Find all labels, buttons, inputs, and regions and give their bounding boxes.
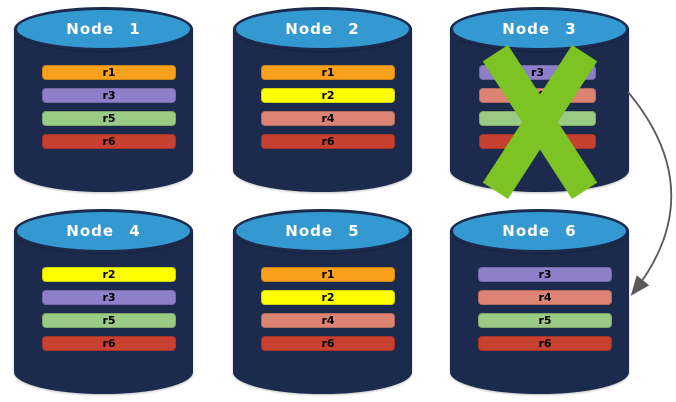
replica-bar: r6	[42, 134, 176, 149]
node-5-title: Node 5	[285, 222, 360, 240]
replica-bar: r2	[261, 88, 395, 103]
node-5-replica-list: r1 r2 r4 r6	[261, 267, 395, 351]
node-5-cylinder-top: Node 5	[233, 209, 412, 253]
node-6-cylinder-top: Node 6	[450, 209, 629, 253]
replica-bar: r1	[261, 65, 395, 80]
node-4-title: Node 4	[66, 222, 141, 240]
node-6-cylinder-body	[450, 230, 629, 394]
replica-bar: r4	[261, 313, 395, 328]
node-1-cylinder-body	[14, 28, 193, 192]
replica-bar: r3	[478, 267, 612, 282]
failover-arrow-path	[627, 91, 673, 296]
replica-bar: r1	[42, 65, 176, 80]
replica-bar: r2	[261, 290, 395, 305]
node-1-cylinder: Node 1 r1 r3 r5 r6	[14, 7, 193, 192]
node-1-cylinder-top: Node 1	[14, 7, 193, 51]
replica-bar: r5	[478, 313, 612, 328]
node-2-title: Node 2	[285, 20, 360, 38]
node-3-cylinder: Node 3 r3 r4 r5 r6	[450, 7, 629, 199]
replica-bar: r3	[42, 290, 176, 305]
node-2-cylinder: Node 2 r1 r2 r4 r6	[233, 7, 412, 192]
node-5-cylinder-body	[233, 230, 412, 394]
node-4-cylinder-top: Node 4	[14, 209, 193, 253]
node-4-replica-list: r2 r3 r5 r6	[42, 267, 176, 351]
node-1-title: Node 1	[66, 20, 141, 38]
node-3-title: Node 3	[502, 20, 577, 38]
replica-bar: r6	[42, 336, 176, 351]
replica-bar: r3	[42, 88, 176, 103]
node-6-replica-list: r3 r4 r5 r6	[478, 267, 612, 351]
node-6-title: Node 6	[502, 222, 577, 240]
node-3-cylinder-top: Node 3	[450, 7, 629, 51]
node-4-cylinder: Node 4 r2 r3 r5 r6	[14, 209, 193, 394]
replica-bar: r1	[261, 267, 395, 282]
replica-bar: r5	[42, 313, 176, 328]
node-6-cylinder: Node 6 r3 r4 r5 r6	[450, 209, 629, 394]
failure-cross-icon	[476, 45, 604, 199]
node-4-cylinder-body	[14, 230, 193, 394]
replica-bar: r4	[478, 290, 612, 305]
node-2-replica-list: r1 r2 r4 r6	[261, 65, 395, 149]
replica-bar: r2	[42, 267, 176, 282]
node-1-replica-list: r1 r3 r5 r6	[42, 65, 176, 149]
replica-bar: r5	[42, 111, 176, 126]
node-2-cylinder-body	[233, 28, 412, 192]
replica-bar: r4	[261, 111, 395, 126]
replica-bar: r6	[478, 336, 612, 351]
node-5-cylinder: Node 5 r1 r2 r4 r6	[233, 209, 412, 394]
replica-bar: r6	[261, 336, 395, 351]
replica-bar: r6	[261, 134, 395, 149]
node-2-cylinder-top: Node 2	[233, 7, 412, 51]
